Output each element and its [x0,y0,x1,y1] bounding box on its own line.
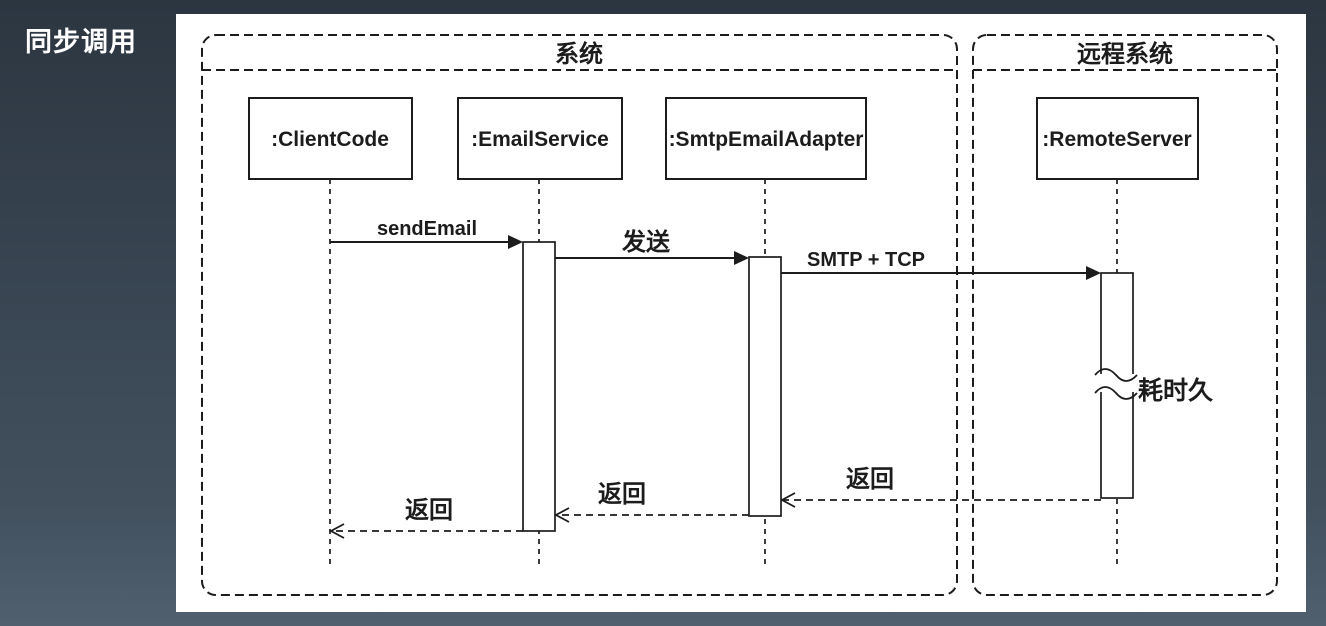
system-frame-label: 系统 [555,40,603,68]
message-return-remote: 返回 [780,466,1101,508]
system-frame-border [201,34,958,596]
remote-frame-border [972,34,1278,596]
message-return-email: 返回 [329,497,523,539]
participant-label-email-service: :EmailService [471,128,609,151]
message-return-remote-label: 返回 [846,466,894,493]
participant-box-client-code [248,97,413,180]
system-frame: 系统 [201,34,958,596]
break-marker-wave-top [1094,368,1138,382]
message-return-smtp-label: 返回 [598,481,646,508]
message-smtp-tcp: SMTP + TCP [781,249,1101,280]
annotation-label: 耗时久 [1138,377,1213,405]
participant-box-email-service [457,97,623,180]
message-fa-song-label: 发送 [621,228,671,256]
participant-smtp-email-adapter: :SmtpEmailAdapter [665,97,867,180]
break-marker [1094,368,1138,400]
message-return-smtp: 返回 [554,481,749,523]
participant-label-smtp-email-adapter: :SmtpEmailAdapter [669,128,864,151]
participant-email-service: :EmailService [457,97,623,180]
activation-bar-smtp-email-adapter [748,256,782,517]
message-fa-song-arrowhead [734,251,749,265]
message-send-email-label: sendEmail [377,218,477,240]
remote-frame: 远程系统 [972,34,1278,596]
message-return-email-arrowhead [329,523,345,539]
message-fa-song: 发送 [555,228,749,265]
participant-client-code: :ClientCode [248,97,413,180]
participant-box-remote-server [1036,97,1199,180]
diagram-panel: 系统 远程系统 :ClientCode :EmailService :SmtpE… [176,14,1306,612]
participant-label-client-code: :ClientCode [271,128,389,151]
message-return-email-label: 返回 [405,497,453,524]
message-send-email-arrowhead [508,235,523,249]
message-return-smtp-arrowhead [554,507,570,523]
sequence-diagram-svg: 系统 远程系统 :ClientCode :EmailService :SmtpE… [201,34,1278,596]
break-marker-wave-bottom [1094,386,1138,400]
remote-frame-label: 远程系统 [1077,40,1173,68]
message-smtp-tcp-label: SMTP + TCP [807,249,925,271]
message-send-email: sendEmail [330,218,523,249]
message-smtp-tcp-arrowhead [1086,266,1101,280]
participant-box-smtp-email-adapter [665,97,867,180]
participant-remote-server: :RemoteServer [1036,97,1199,180]
activation-bar-email-service [522,241,556,532]
slide-title: 同步调用 [25,27,137,57]
message-return-remote-arrowhead [780,492,796,508]
participant-label-remote-server: :RemoteServer [1042,128,1191,151]
